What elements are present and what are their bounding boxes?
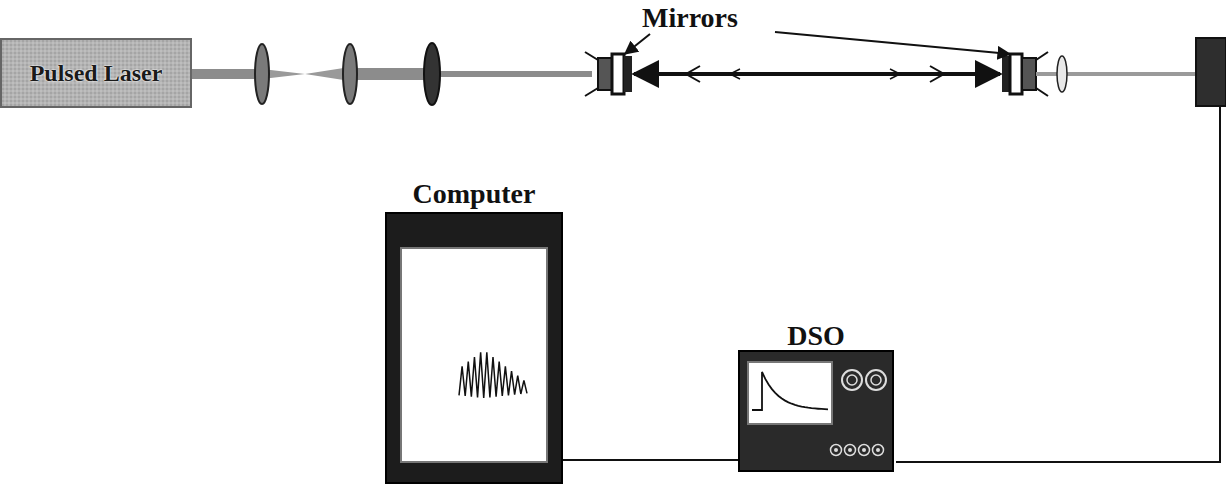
laser-box: Pulsed Laser [0, 38, 192, 108]
laser-beam [192, 69, 260, 79]
cavity-arrow [890, 69, 900, 79]
cavity-arrow [930, 66, 944, 82]
cavity-arrow [730, 69, 740, 79]
lens [424, 43, 440, 105]
screen-drawing [387, 214, 561, 482]
leader-arrow [775, 32, 1010, 54]
monitor-frame [385, 212, 563, 484]
signal-cable [896, 106, 1220, 462]
scope-body [738, 350, 894, 472]
cavity-arrow [686, 66, 700, 82]
photodetector [1196, 38, 1226, 106]
device-heading: DSO [787, 320, 845, 352]
lens [343, 44, 357, 104]
lens [1057, 56, 1067, 92]
mirror-mount [585, 52, 632, 96]
expanded-beam [350, 68, 432, 80]
scope-face [740, 352, 892, 470]
leader-arrow [625, 34, 650, 54]
callout-label: Mirrors [600, 2, 780, 34]
device-heading: Computer [413, 178, 536, 210]
lens [255, 44, 269, 104]
data-cable [563, 459, 738, 461]
oscilloscope: DSO [738, 320, 894, 472]
beam [432, 71, 592, 77]
computer-monitor: Computer [385, 178, 563, 484]
laser-label: Pulsed Laser [30, 60, 163, 87]
